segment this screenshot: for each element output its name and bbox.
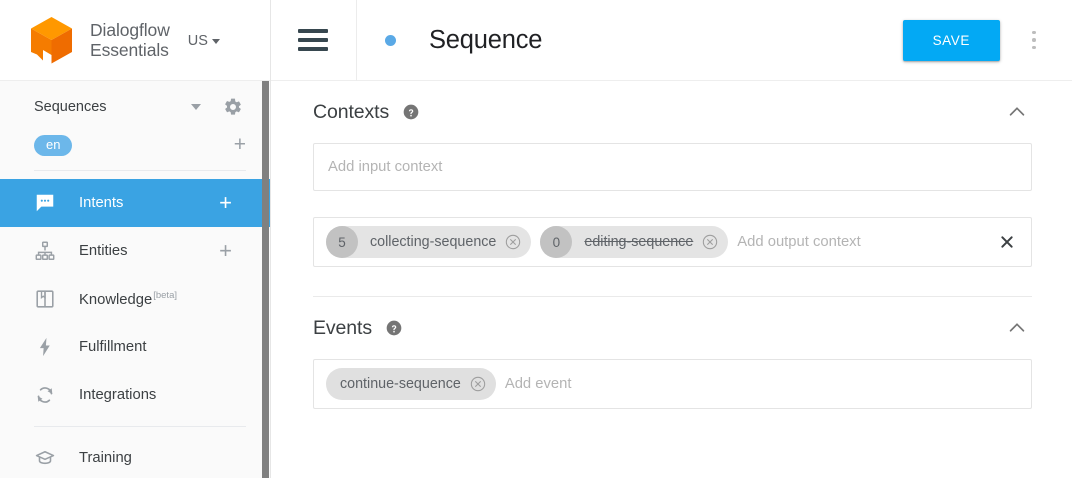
chip-label: editing-sequence — [584, 234, 694, 250]
events-field[interactable]: continue-sequence Add event — [313, 359, 1032, 409]
sidebar-item-label: Fulfillment — [79, 339, 147, 355]
content-area: Contexts Add input context 5 — [271, 81, 1072, 409]
caret-down-icon[interactable] — [191, 104, 201, 110]
sidebar-item-label: Knowledge[beta] — [79, 290, 177, 308]
sidebar-item-fulfillment[interactable]: Fulfillment — [0, 323, 270, 371]
section-title: Contexts — [313, 100, 390, 123]
brand-name-line2: Essentials — [90, 40, 169, 60]
sidebar-scrollbar[interactable] — [262, 81, 269, 478]
contexts-section: Contexts Add input context 5 — [313, 81, 1032, 267]
sidebar-item-knowledge[interactable]: Knowledge[beta] — [0, 275, 270, 323]
contexts-header: Contexts — [313, 81, 1032, 143]
gear-icon[interactable] — [223, 97, 243, 117]
lifespan-badge: 0 — [540, 226, 573, 258]
brand-name-line1: Dialogflow — [90, 20, 170, 40]
events-header: Events — [313, 297, 1032, 359]
book-icon — [34, 288, 56, 310]
plus-icon[interactable]: + — [219, 190, 232, 215]
main-panel: Sequence SAVE Contexts — [271, 0, 1072, 478]
event-placeholder: Add event — [504, 376, 572, 392]
sidebar-item-training[interactable]: Training — [0, 434, 270, 478]
context-chip[interactable]: 5 collecting-sequence — [326, 226, 532, 258]
events-section: Events continue-sequence — [313, 297, 1032, 409]
output-context-placeholder: Add output context — [737, 234, 861, 250]
circle-x-icon[interactable] — [505, 234, 521, 250]
divider — [313, 296, 1032, 297]
lifespan-badge: 5 — [326, 226, 358, 258]
input-context-placeholder: Add input context — [328, 159, 443, 175]
help-circle-icon[interactable] — [403, 104, 419, 120]
sidebar-item-integrations[interactable]: Integrations — [0, 371, 270, 419]
sync-arrows-icon — [34, 384, 56, 406]
circle-x-icon[interactable] — [702, 234, 718, 250]
close-x-icon[interactable] — [999, 233, 1017, 251]
input-context-field[interactable]: Add input context — [313, 143, 1032, 191]
agent-selector[interactable]: Sequences — [0, 89, 270, 125]
sitemap-icon — [34, 240, 56, 262]
plus-icon[interactable]: + — [219, 238, 232, 263]
lightning-bolt-icon — [34, 336, 56, 358]
agent-name: Sequences — [34, 99, 107, 115]
save-button[interactable]: SAVE — [902, 19, 1000, 61]
graduation-cap-icon — [34, 447, 56, 469]
region-label: US — [187, 33, 208, 49]
chip-label: collecting-sequence — [370, 234, 497, 250]
chip-label: continue-sequence — [340, 376, 461, 392]
sidebar-item-label: Intents — [79, 195, 124, 211]
chevron-up-icon[interactable] — [1006, 101, 1028, 123]
chat-bubble-icon — [34, 192, 56, 214]
sidebar-item-entities[interactable]: Entities + — [0, 227, 270, 275]
page-title: Sequence — [429, 25, 543, 54]
divider — [34, 170, 246, 171]
language-chip-en[interactable]: en — [34, 134, 73, 156]
region-selector[interactable]: US — [188, 31, 220, 49]
beta-badge: [beta] — [153, 290, 177, 302]
language-row: en + — [0, 125, 270, 165]
output-context-field[interactable]: 5 collecting-sequence 0 editing-sequence — [313, 217, 1032, 267]
divider — [356, 0, 357, 81]
top-bar: Sequence SAVE — [271, 0, 1072, 81]
caret-down-icon — [211, 38, 220, 44]
kebab-menu-icon[interactable] — [1022, 30, 1046, 50]
circle-x-icon[interactable] — [470, 376, 486, 392]
sidebar-item-label: Integrations — [79, 387, 157, 403]
context-chip[interactable]: 0 editing-sequence — [540, 226, 729, 258]
plus-icon[interactable]: + — [233, 133, 246, 156]
brand-name: Dialogflow Essentials — [90, 20, 170, 60]
brand-header[interactable]: Dialogflow Essentials US — [0, 0, 270, 81]
event-chip[interactable]: continue-sequence — [326, 368, 496, 400]
help-circle-icon[interactable] — [386, 320, 402, 336]
sidebar-item-label: Entities — [79, 243, 128, 259]
hamburger-menu-icon[interactable] — [298, 29, 328, 51]
divider — [34, 426, 246, 427]
left-sidebar: Dialogflow Essentials US Sequences en + — [0, 0, 271, 478]
status-badge — [385, 34, 396, 46]
sidebar-item-intents[interactable]: Intents + — [0, 179, 270, 227]
sidebar-nav: Intents + Entities + — [0, 179, 270, 478]
dialogflow-cube-logo — [31, 17, 72, 64]
chevron-up-icon[interactable] — [1006, 317, 1028, 339]
sidebar-item-label: Training — [79, 450, 132, 466]
section-title: Events — [313, 316, 373, 339]
